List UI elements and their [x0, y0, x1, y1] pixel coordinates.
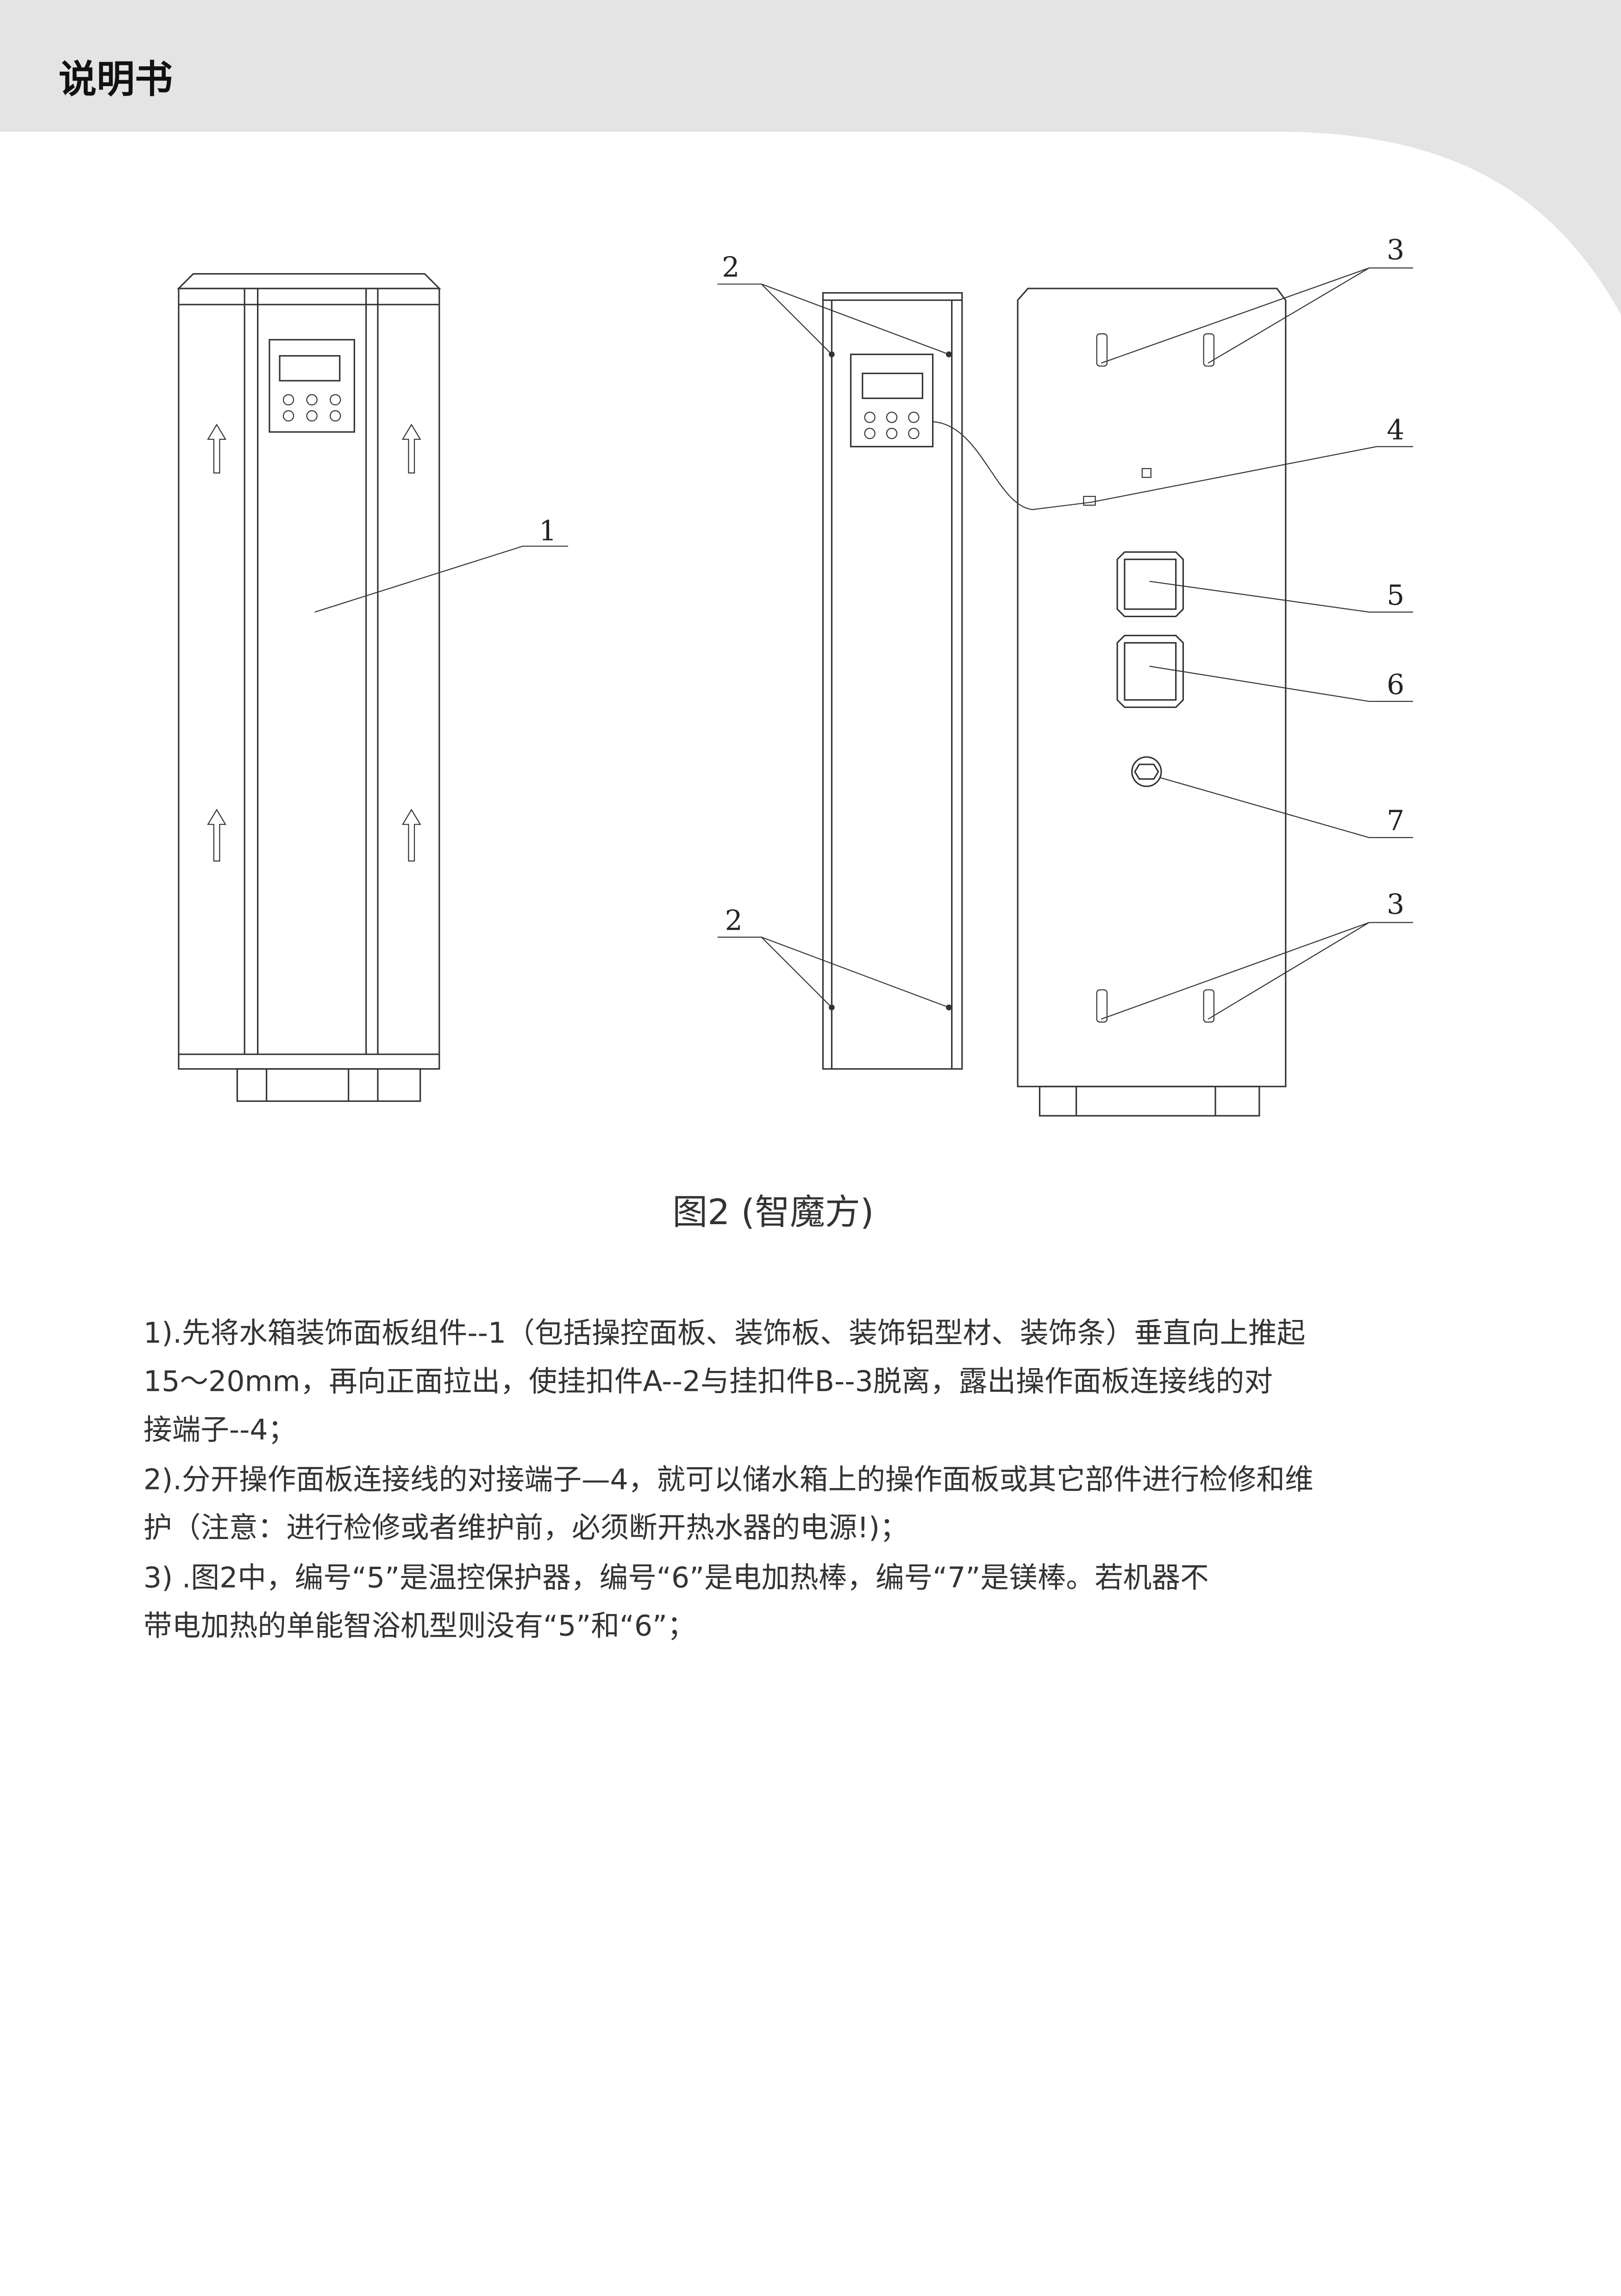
- callout-1: 1: [539, 515, 557, 547]
- magnesium-rod: [1131, 756, 1162, 787]
- instruction-line: 2).分开操作面板连接线的对接端子—4，就可以储水箱上的操作面板或其它部件进行检…: [144, 1463, 1314, 1496]
- callout-3-bottom: 3: [1387, 888, 1404, 920]
- callout-2-top: 2: [722, 251, 739, 284]
- instructions-text: 1).先将水箱装饰面板组件--1（包括操控面板、装饰板、装饰铝型材、装饰条）垂直…: [144, 1316, 1314, 1643]
- hook-bracket-icon: [1096, 333, 1214, 1023]
- callout-6: 6: [1387, 669, 1404, 701]
- hook-screw-icon: [829, 351, 952, 1011]
- left-unit-front-view: 1: [177, 273, 569, 1102]
- figure-caption: 图2 (智魔方): [672, 1192, 874, 1232]
- header-band: [0, 0, 1621, 315]
- callout-4: 4: [1387, 414, 1404, 446]
- instruction-line: 带电加热的单能智浴机型则没有“5”和“6”；: [144, 1609, 696, 1643]
- decorative-panel-side-view: 2 2: [717, 251, 1091, 1070]
- instruction-line: 护（注意：进行检修或者维护前，必须断开热水器的电源!)；: [144, 1511, 908, 1545]
- arrow-up-icon: [207, 424, 421, 862]
- connector-terminal: [1083, 468, 1152, 506]
- instruction-line: 15～20mm，再向正面拉出，使挂扣件A--2与挂扣件B--3脱离，露出操作面板…: [144, 1364, 1273, 1398]
- callout-2-bottom: 2: [725, 904, 742, 937]
- callout-3-top: 3: [1387, 234, 1404, 266]
- control-panel: [269, 339, 355, 433]
- instruction-line: 3) .图2中，编号“5”是温控保护器，编号“6”是电加热棒，编号“7”是镁棒。…: [144, 1561, 1209, 1594]
- instruction-line: 接端子--4；: [144, 1413, 296, 1446]
- thermostat-protector: [1116, 551, 1184, 618]
- header-title: 说明书: [59, 57, 173, 101]
- callout-7: 7: [1387, 805, 1404, 837]
- water-tank-view: 3 3 4 5 6 7: [1017, 234, 1413, 1117]
- instruction-line: 1).先将水箱装饰面板组件--1（包括操控面板、装饰板、装饰铝型材、装饰条）垂直…: [144, 1316, 1306, 1350]
- callout-5: 5: [1387, 579, 1404, 612]
- electric-heater: [1116, 635, 1184, 708]
